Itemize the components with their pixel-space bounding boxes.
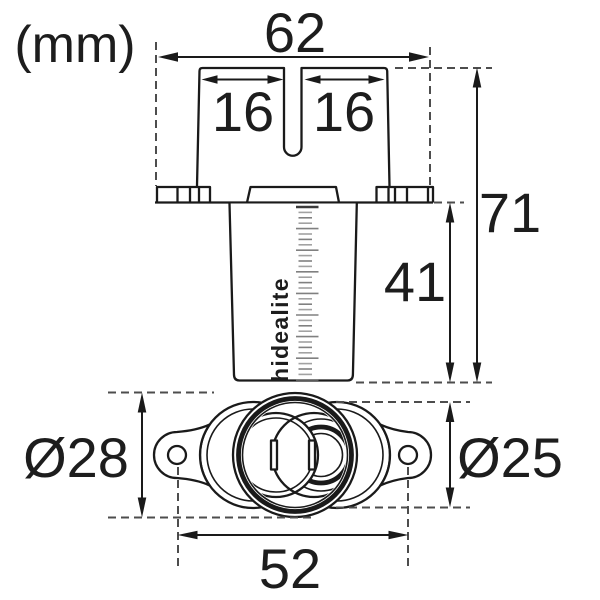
dimension-slot-left-label: 16 — [212, 80, 274, 143]
top-view: hidealite — [155, 66, 435, 382]
arrowhead-left — [158, 52, 178, 62]
arrowhead-up — [472, 67, 482, 88]
arrowhead-down — [445, 362, 455, 383]
screw-hole-left — [166, 444, 188, 466]
spring-block-left — [155, 185, 212, 203]
ruler-ticks — [296, 205, 319, 381]
arrowhead-right — [267, 75, 284, 84]
spring-block-right — [375, 185, 430, 203]
arrowhead-left — [304, 75, 321, 84]
dimension-total-width-label: 62 — [264, 1, 326, 64]
fixture-cup-outline — [195, 66, 391, 187]
flange-right-step — [428, 185, 435, 203]
dimension-overall-height-label: 71 — [479, 181, 541, 244]
arrowhead-down — [445, 487, 455, 508]
bottom-view — [152, 391, 433, 519]
arrowhead-left — [201, 75, 218, 84]
unit-label: (mm) — [14, 16, 135, 74]
dimension-hole-spacing-label: 52 — [259, 537, 321, 600]
arrowhead-up — [137, 392, 147, 413]
tube-interior — [244, 411, 346, 499]
tube-body-fill — [229, 203, 357, 381]
arrowhead-right — [409, 52, 429, 62]
arrowhead-right — [368, 75, 385, 84]
arrowhead-left — [177, 530, 198, 540]
key-notch-right — [307, 439, 317, 471]
arrowhead-up — [445, 402, 455, 422]
key-notch-left — [269, 439, 279, 471]
brand-logo-text: hidealite — [267, 278, 293, 382]
screw-hole-right — [397, 444, 419, 466]
tube-body-outline — [228, 203, 358, 382]
tube-inner-edge — [241, 401, 349, 509]
arrowhead-down — [472, 362, 482, 383]
arrowhead-right — [388, 530, 409, 540]
arrowhead-up — [445, 202, 455, 223]
dimension-body-height-label: 41 — [384, 250, 446, 313]
top-view-dimensions: 62 16 16 71 41 — [155, 1, 541, 384]
arrowhead-down — [137, 497, 147, 518]
bottom-view-dimensions: Ø28 Ø25 52 — [23, 391, 563, 600]
tube-ring-band — [236, 396, 354, 514]
dimension-slot-right-label: 16 — [313, 80, 375, 143]
flange-center-plate — [245, 185, 341, 203]
dimension-inner-diameter-label: Ø25 — [457, 426, 563, 489]
dimension-outer-diameter-label: Ø28 — [23, 426, 129, 489]
